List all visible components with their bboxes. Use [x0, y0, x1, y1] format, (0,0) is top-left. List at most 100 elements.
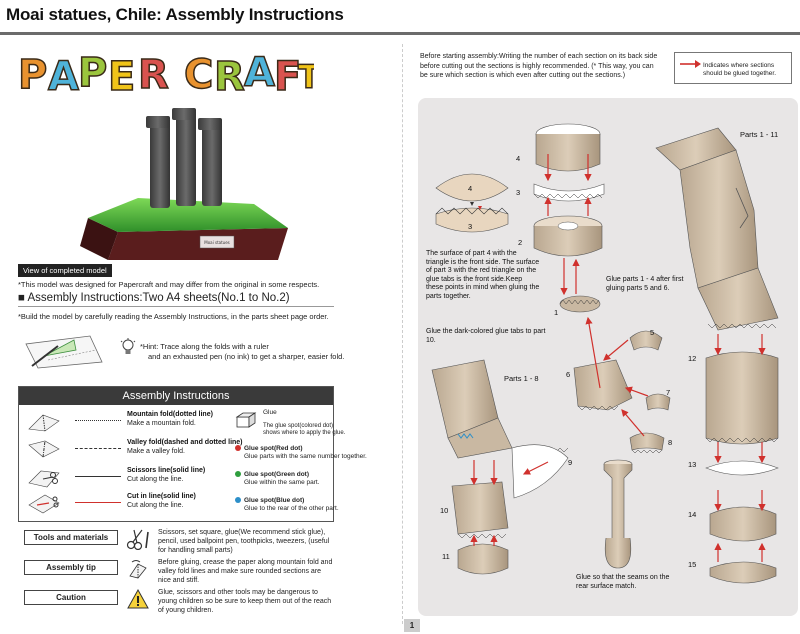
svg-text:F: F: [274, 54, 301, 100]
lightbulb-icon: [120, 338, 136, 354]
glue-spot-desc: Glue to the rear of the other part.: [244, 505, 339, 512]
svg-text:A: A: [48, 54, 79, 100]
caution-row: Caution Glue, scissors and other tools m…: [18, 588, 334, 614]
part-label: 3: [468, 222, 473, 231]
svg-text:C: C: [184, 52, 213, 98]
scissors-icon: [126, 529, 149, 550]
seams-note: Glue so that the seams on the rear surfa…: [576, 574, 670, 590]
completed-model-image: Moai statues: [80, 108, 288, 260]
part-label: 14: [688, 510, 697, 519]
arrow-legend-text: Indicates where sections should be glued…: [703, 62, 777, 77]
group-label-1-8: Parts 1 - 8: [504, 374, 539, 383]
mountain-fold-line: [75, 420, 121, 421]
assembly-diagram: [431, 123, 779, 584]
section-rule: [18, 306, 334, 307]
column-divider: [402, 44, 403, 624]
group-label-1-11: Parts 1 - 11: [740, 130, 779, 139]
svg-text:A: A: [244, 50, 275, 96]
papercraft-logo: P A P E R C R A F T: [17, 49, 314, 100]
legend-title: Cut in line(solid line): [127, 493, 196, 500]
blue-dot-icon: [235, 497, 241, 503]
instructions-legend-box: Assembly Instructions Mountain fold(dott…: [18, 386, 367, 522]
legend-mountain-fold: Mountain fold(dotted line)Make a mountai…: [27, 411, 227, 433]
green-dot-icon: [235, 471, 241, 477]
tip-text: Glue, scissors and other tools may be da…: [158, 589, 332, 614]
part-label: 9: [568, 458, 573, 467]
tip-label: Assembly tip: [24, 560, 118, 575]
part-label: 8: [668, 438, 673, 447]
hint-text: *Hint: Trace along the folds with a rule…: [140, 342, 344, 361]
part-label: 13: [688, 460, 697, 469]
red-dot-icon: [235, 445, 241, 451]
glue-spot-title: Glue spot(Blue dot): [244, 497, 305, 504]
model-caption: View of completed model: [18, 264, 112, 277]
part-label: 4: [516, 154, 521, 163]
legend-desc: Make a valley fold.: [127, 447, 185, 455]
surface-note: The surface of part 4 with the triangle …: [426, 250, 540, 300]
dark-tabs-note: Glue the dark-colored glue tabs to part …: [426, 328, 546, 344]
glue-box-icon: [235, 412, 257, 428]
svg-text:T: T: [298, 58, 314, 96]
scissors-cut-icon: [28, 470, 60, 488]
arrow-legend-box: Indicates where sections should be glued…: [674, 52, 792, 84]
mountain-fold-icon: [28, 414, 60, 432]
part-label: 15: [688, 560, 697, 569]
ruler-fold-illustration: [25, 335, 103, 369]
legend-cut-in-line: Cut in line(solid line)Cut along the lin…: [27, 493, 227, 515]
glue-spot-red: Glue spot(Red dot) Glue parts with the s…: [235, 445, 367, 461]
part-label: 11: [442, 552, 450, 561]
cut-in-line: [75, 502, 121, 503]
hint-line-2: and an exhausted pen (no ink) to get a s…: [148, 351, 345, 361]
stand-label: Moai statues: [204, 240, 229, 245]
valley-fold-line: [75, 448, 121, 449]
glue-spot-green: Glue spot(Green dot) Glue within the sam…: [235, 471, 320, 487]
svg-text:P: P: [78, 50, 107, 96]
valley-fold-icon: [28, 440, 60, 458]
title-rule: [0, 32, 800, 35]
tools-materials-row: Tools and materials Scissors, set square…: [18, 528, 334, 554]
assembly-tip-row: Assembly tip Before gluing, crease the p…: [18, 558, 334, 584]
part-label: 7: [666, 388, 671, 397]
glue-spot-title: Glue spot(Red dot): [244, 445, 303, 452]
cut-in-icon: [28, 494, 60, 514]
hint-line-1: *Hint: Trace along the folds with a rule…: [140, 342, 269, 351]
instructions-heading: Assembly Instructions: [19, 387, 333, 405]
legend-title: Mountain fold(dotted line): [127, 411, 213, 418]
glue-order-note: Glue parts 1 - 4 after first gluing part…: [606, 276, 684, 292]
assembly-sheets-heading: ■ Assembly Instructions:Two A4 sheets(No…: [18, 292, 290, 304]
part-label: 1: [554, 308, 559, 317]
legend-title: Valley fold(dashed and dotted line): [127, 439, 243, 446]
glue-spot-desc: Glue within the same part.: [244, 479, 320, 486]
model-note: *This model was designed for Papercraft …: [18, 280, 320, 289]
glue-spot-title: Glue spot(Green dot): [244, 471, 309, 478]
scissors-line: [75, 476, 121, 477]
part-label: 4: [468, 184, 473, 193]
before-assembly-note: Before starting assembly:Writing the num…: [420, 53, 658, 79]
tip-label: Tools and materials: [24, 530, 118, 545]
part-label: 3: [516, 188, 521, 197]
legend-desc: Make a mountain fold.: [127, 419, 196, 427]
build-note: *Build the model by carefully reading th…: [18, 312, 329, 321]
legend-valley-fold: Valley fold(dashed and dotted line)Make …: [27, 439, 243, 461]
warning-icon: [127, 588, 149, 609]
svg-text:E: E: [108, 54, 135, 100]
legend-scissors-line: Scissors line(solid line)Cut along the l…: [27, 467, 227, 489]
legend-desc: Cut along the line.: [127, 501, 184, 509]
assembly-diagram-panel: 4 3 4 3 2 1 5 6 7 8 9 10 11 12 13 14 15 …: [418, 98, 798, 616]
part-label: 12: [688, 354, 697, 363]
glue-label: Glue: [263, 409, 277, 416]
legend-desc: Cut along the line.: [127, 475, 184, 483]
svg-text:R: R: [214, 54, 245, 100]
part-label: 10: [440, 506, 449, 515]
svg-text:R: R: [138, 52, 169, 98]
part-label: 5: [650, 328, 655, 337]
glue-spot-blue: Glue spot(Blue dot) Glue to the rear of …: [235, 497, 339, 513]
folding-icon: [129, 560, 147, 579]
red-arrow-icon: [680, 60, 701, 68]
part-label: 2: [518, 238, 523, 247]
page-number: 1: [404, 619, 420, 632]
svg-text:P: P: [18, 52, 47, 98]
part-label: 6: [566, 370, 571, 379]
glue-desc-1: The glue spot(colored dot): [263, 423, 334, 429]
tip-text: Before gluing, crease the paper along mo…: [158, 559, 333, 584]
